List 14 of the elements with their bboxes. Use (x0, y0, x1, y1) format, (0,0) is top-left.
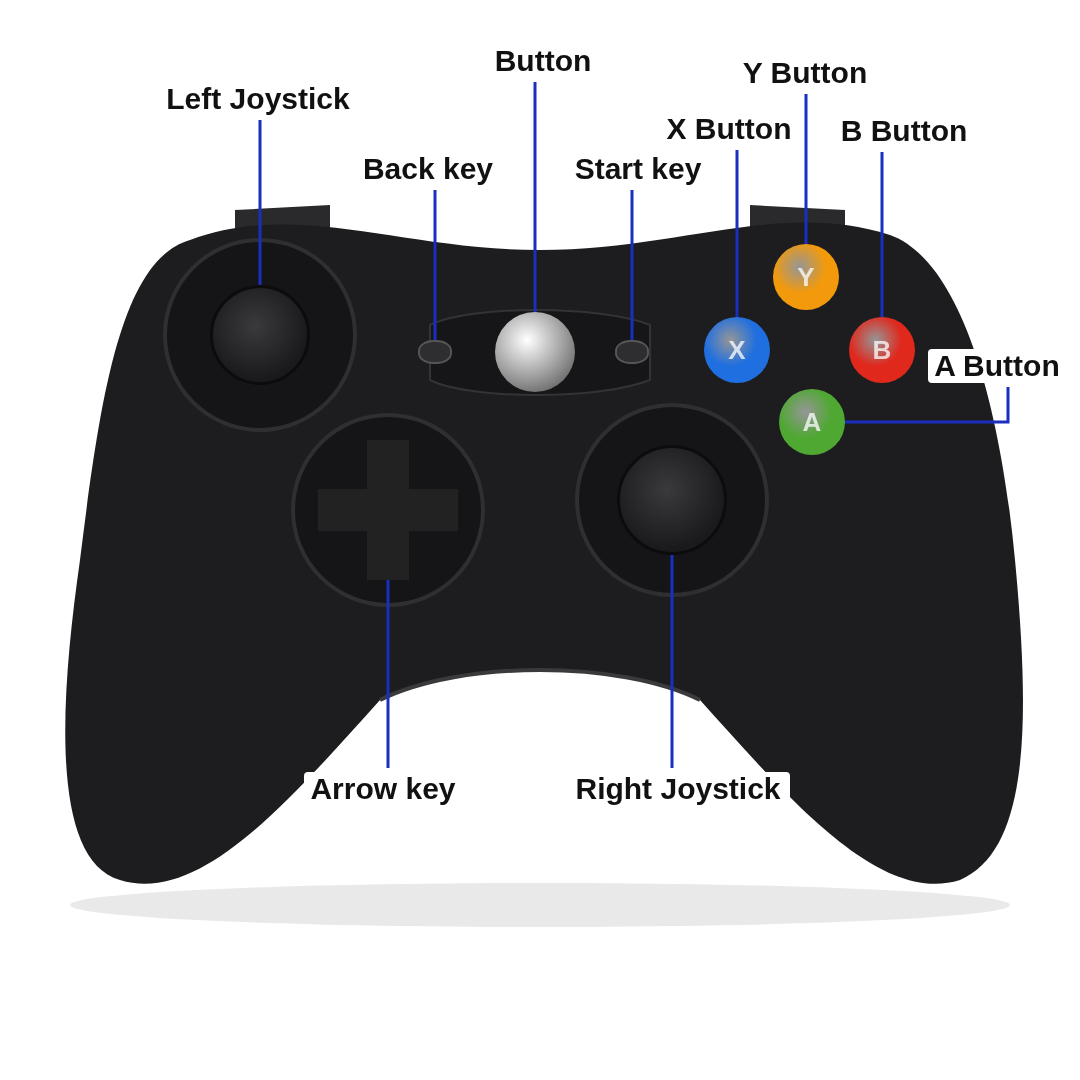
leader-line (735, 150, 739, 317)
button-letter: B (872, 334, 892, 366)
leader-line (670, 555, 674, 768)
button-letter: X (728, 334, 746, 366)
button-letter: Y (797, 261, 815, 293)
leader-line (804, 94, 808, 244)
leader-line (386, 580, 390, 768)
leader-line (630, 190, 634, 340)
leader-line (880, 152, 884, 317)
leader-line (433, 190, 437, 340)
leader-line (845, 387, 1010, 424)
button-letter: A (802, 406, 822, 438)
leader-line (533, 82, 537, 312)
leader-line (258, 120, 262, 285)
